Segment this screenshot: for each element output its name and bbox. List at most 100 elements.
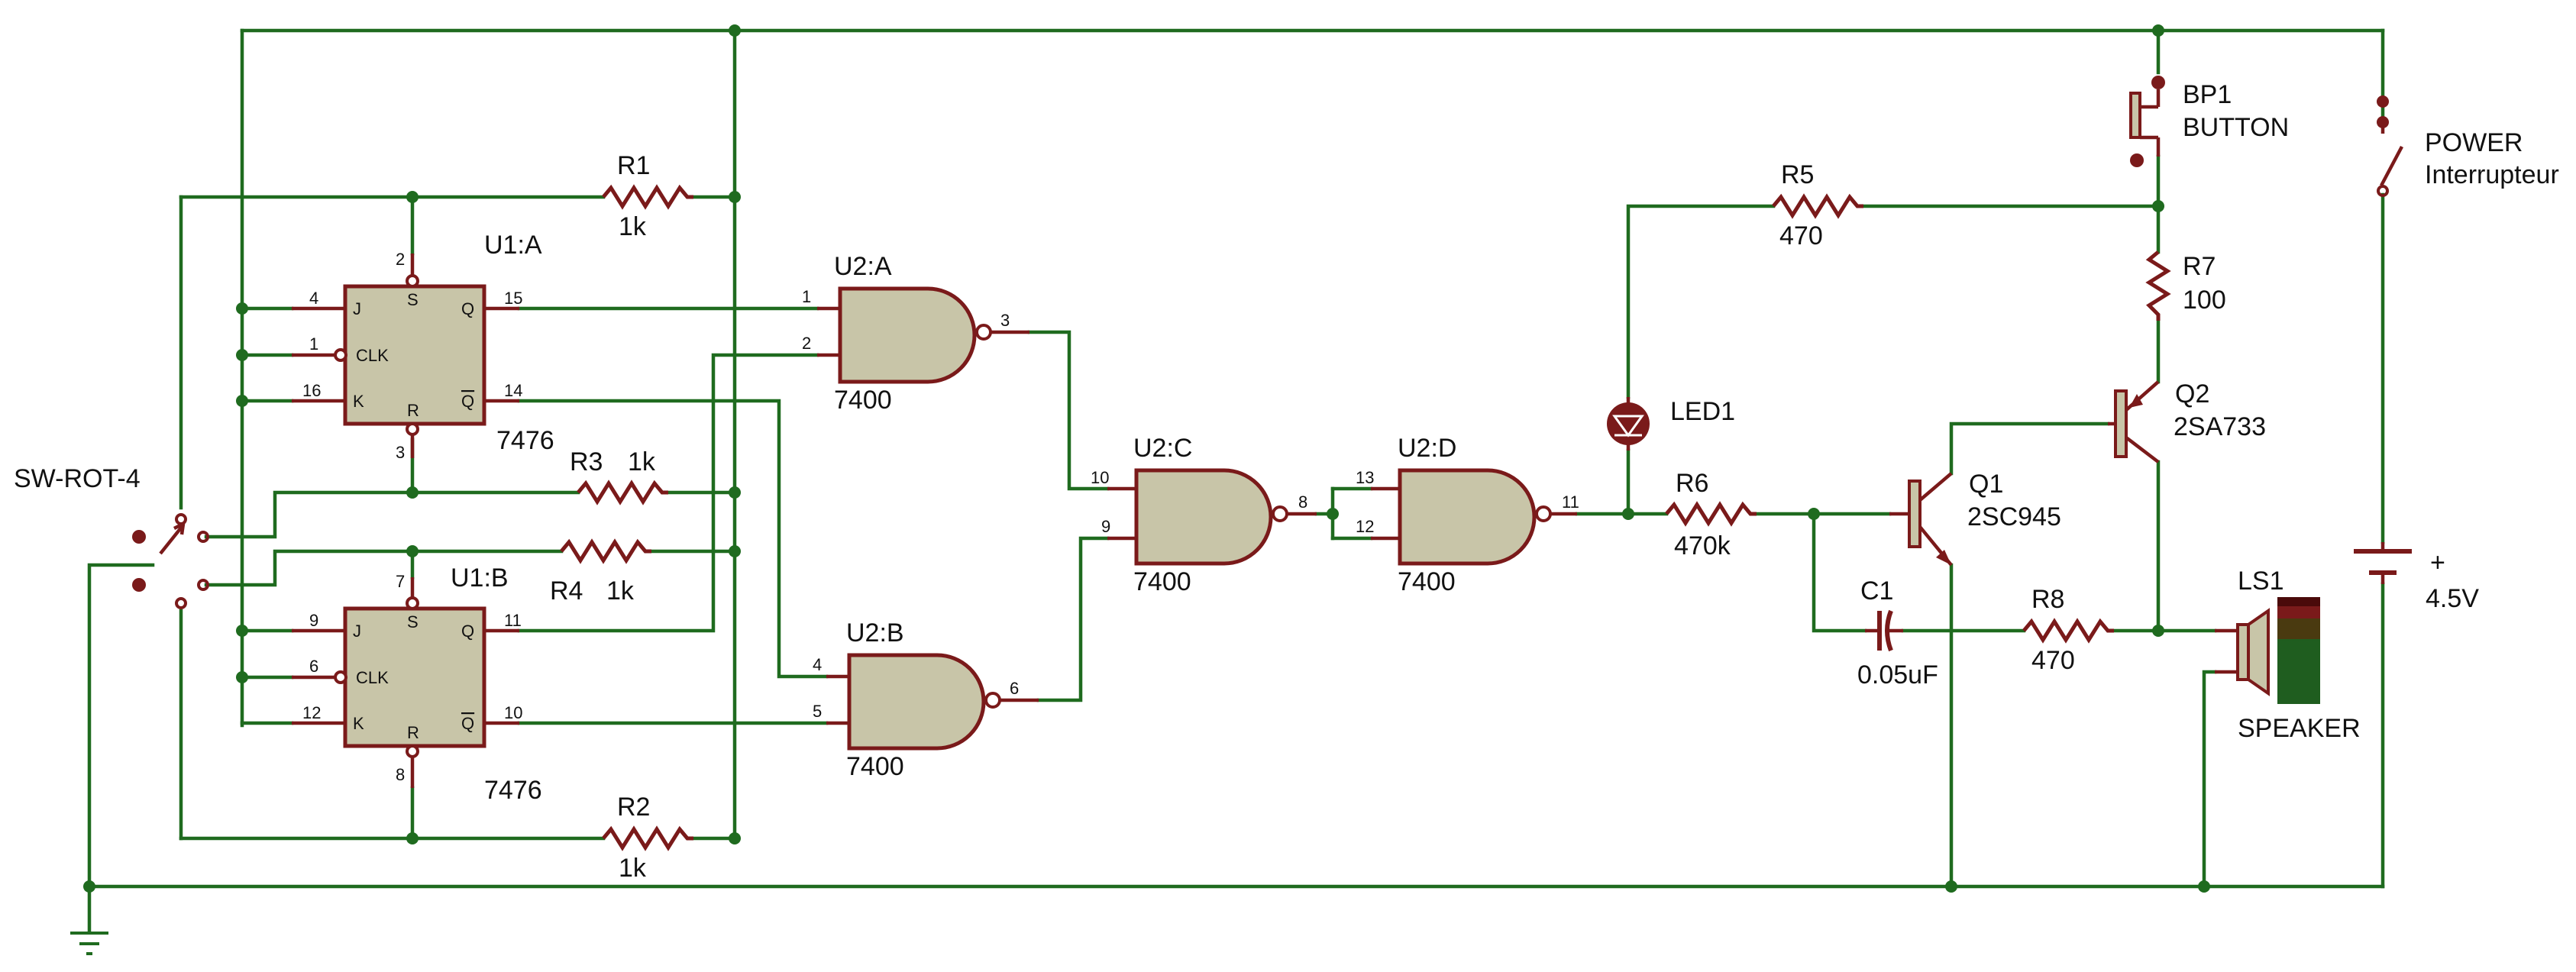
transistor-q2[interactable]: Q2 2SA733 [2108, 379, 2266, 463]
gate-part: 7400 [1398, 567, 1456, 596]
led-ref: LED1 [1670, 397, 1735, 426]
junction-dot [236, 302, 248, 315]
svg-text:12: 12 [1356, 517, 1374, 536]
ff-pin-j: J [353, 622, 361, 641]
resistor-ref: R6 [1676, 469, 1708, 498]
gate-ref: U2:C [1133, 434, 1192, 463]
junction-dot [1808, 508, 1820, 520]
resistor-r5[interactable]: R5 470 [1772, 160, 1863, 250]
ff-pin-r: R [407, 401, 419, 420]
svg-text:16: 16 [302, 381, 321, 400]
svg-text:11: 11 [1562, 492, 1579, 512]
ff-ref: U1:B [451, 564, 509, 593]
rotary-switch[interactable]: SW-ROT-4 [14, 464, 209, 609]
resistor-r1[interactable]: R1 1k [602, 151, 693, 241]
junction-dot [236, 395, 248, 407]
led-led1[interactable]: LED1 [1607, 397, 1735, 450]
ff-pin-s: S [407, 290, 419, 309]
gate-ref: U2:D [1398, 434, 1456, 463]
svg-text:4: 4 [813, 655, 822, 674]
button-part: BUTTON [2183, 113, 2289, 142]
junction-dot [406, 191, 419, 203]
svg-text:1: 1 [309, 334, 318, 354]
speaker-part: SPEAKER [2238, 714, 2361, 743]
ff-pin-j: J [353, 299, 361, 318]
capacitor-c1[interactable]: C1 0.05uF [1857, 576, 1938, 689]
ff-pin-k: K [353, 392, 364, 411]
resistor-value: 470 [2031, 646, 2075, 675]
resistor-value: 1k [619, 854, 647, 883]
speaker-ref: LS1 [2238, 567, 2284, 596]
ff-pin-q: Q [461, 299, 474, 318]
junction-dot [406, 832, 419, 844]
ff-pin-qbar: Q [461, 392, 474, 411]
nand-gate-u2b[interactable]: 4 5 6 U2:B 7400 [813, 618, 1039, 781]
battery[interactable]: + 4.5V [2354, 542, 2479, 613]
svg-text:2: 2 [802, 334, 811, 353]
resistor-value: 1k [606, 576, 635, 605]
power-switch-ref: POWER [2425, 128, 2523, 157]
svg-text:9: 9 [1101, 517, 1110, 536]
transistor-part: 2SC945 [1967, 502, 2061, 531]
ff-pin-qbar: Q [461, 714, 474, 733]
resistor-r2[interactable]: R2 1k [602, 793, 693, 883]
gate-ref: U2:A [834, 252, 892, 281]
ff-pin-r: R [407, 723, 419, 742]
resistor-r6[interactable]: R6 470k [1665, 469, 1757, 560]
wires [87, 28, 2385, 934]
resistor-r8[interactable]: R8 470 [2022, 585, 2114, 675]
ff-part: 7476 [496, 426, 554, 455]
resistor-value: 1k [628, 447, 656, 476]
junction-dot [729, 486, 741, 499]
junction-dot [236, 349, 248, 361]
svg-text:14: 14 [504, 381, 522, 400]
resistor-ref: R2 [617, 793, 650, 822]
junction-dot [2198, 880, 2210, 893]
junctions [83, 24, 2210, 893]
junction-dot [729, 545, 741, 557]
resistor-r4[interactable]: R4 1k [550, 538, 651, 605]
transistor-ref: Q2 [2175, 379, 2209, 408]
svg-text:5: 5 [813, 702, 822, 721]
svg-text:10: 10 [504, 703, 522, 722]
nand-gate-u2a[interactable]: 1 2 3 U2:A 7400 [802, 252, 1029, 415]
svg-text:8: 8 [1298, 492, 1307, 512]
battery-value: 4.5V [2426, 584, 2479, 613]
junction-dot [236, 625, 248, 637]
ff-pin-s: S [407, 612, 419, 631]
nand-gate-u2d[interactable]: 13 12 11 U2:D 7400 [1356, 434, 1579, 596]
capacitor-ref: C1 [1860, 576, 1893, 605]
flipflop-u1a[interactable]: J CLK K S R Q Q 4 1 16 2 3 15 14 U1:A 74… [292, 231, 554, 462]
svg-text:13: 13 [1356, 468, 1374, 487]
switch-label: SW-ROT-4 [14, 464, 141, 493]
svg-text:10: 10 [1091, 468, 1109, 487]
button-bp1[interactable]: BP1 BUTTON [2129, 76, 2289, 167]
resistor-value: 470 [1779, 221, 1823, 250]
junction-dot [1622, 508, 1634, 520]
ff-pin-q: Q [461, 622, 474, 641]
junction-dot [729, 832, 741, 844]
power-switch[interactable]: POWER Interrupteur [2377, 95, 2559, 197]
junction-dot [729, 191, 741, 203]
resistor-ref: R7 [2183, 252, 2216, 281]
resistor-ref: R3 [570, 447, 603, 476]
junction-dot [729, 24, 741, 37]
resistor-r7[interactable]: R7 100 [2145, 250, 2226, 321]
resistor-r3[interactable]: R3 1k [570, 447, 668, 505]
nand-gate-u2c[interactable]: 10 9 8 U2:C 7400 [1091, 434, 1317, 596]
svg-text:1: 1 [802, 287, 811, 306]
flipflop-u1b[interactable]: J CLK K S R Q Q 9 6 12 7 8 11 10 U1:B 74… [292, 564, 542, 805]
ff-pin-clk: CLK [356, 346, 389, 365]
resistor-ref: R8 [2031, 585, 2064, 614]
junction-dot [406, 545, 419, 557]
junction-dot [83, 880, 95, 893]
junction-dot [2152, 24, 2164, 37]
svg-text:4: 4 [309, 289, 318, 308]
svg-text:2: 2 [396, 250, 405, 269]
ff-pin-k: K [353, 714, 364, 733]
transistor-q1[interactable]: Q1 2SC945 [1889, 470, 2061, 567]
speaker-ls1[interactable]: LS1 SPEAKER [2215, 567, 2361, 743]
svg-text:12: 12 [302, 703, 321, 722]
svg-text:3: 3 [396, 443, 405, 462]
